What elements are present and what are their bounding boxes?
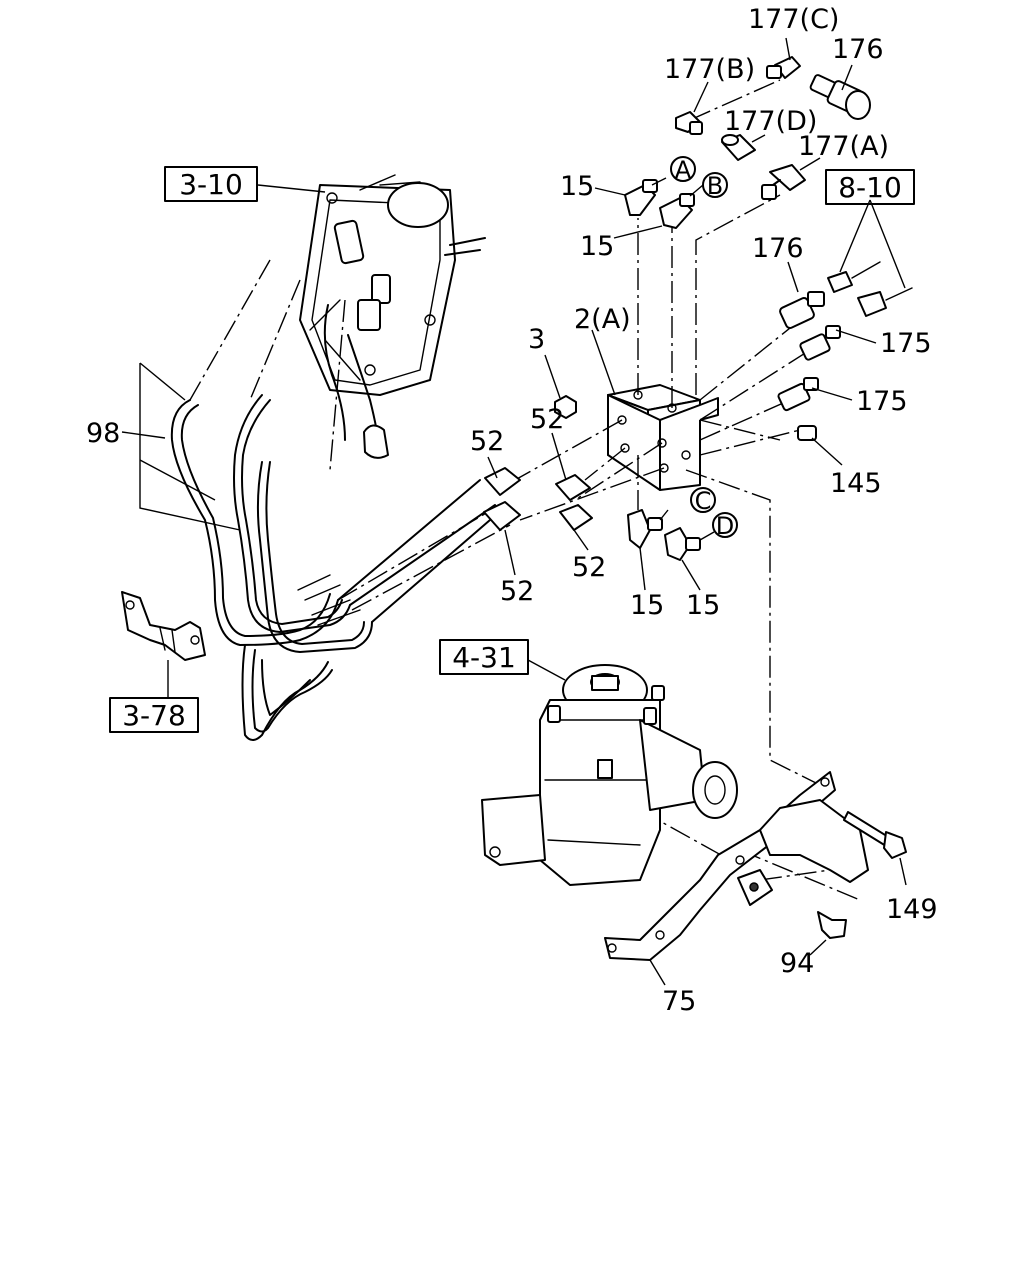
svg-text:4-31: 4-31 (452, 641, 516, 674)
label-177c: 177(C) (748, 4, 839, 35)
svg-text:C: C (695, 487, 712, 515)
switch-175-b (777, 377, 819, 412)
label-15-b: 15 (580, 231, 614, 262)
elbow-15-d (664, 527, 701, 561)
svg-text:3-10: 3-10 (179, 168, 243, 201)
alignment-lines (189, 79, 861, 901)
pressure-switch-176-top (809, 74, 871, 120)
label-94: 94 (780, 948, 814, 979)
label-98: 98 (86, 418, 120, 449)
circle-marker-b: B (702, 172, 728, 200)
label-52-a: 52 (470, 426, 504, 457)
label-15-a: 15 (560, 171, 594, 202)
pipe-clip (121, 591, 206, 661)
fitting-177c (766, 56, 801, 79)
ref-box-3-10: 3-10 (164, 166, 258, 202)
union-52-a (484, 467, 521, 496)
plug-145 (797, 425, 817, 441)
nut-3 (554, 395, 577, 419)
bolt-94 (817, 911, 847, 939)
label-176-mid: 176 (752, 233, 804, 264)
svg-text:8-10: 8-10 (838, 171, 902, 204)
label-75: 75 (662, 986, 696, 1017)
mounting-bracket (604, 771, 869, 961)
elbow-15-a (624, 179, 658, 216)
svg-text:B: B (707, 172, 723, 200)
switch-175-a (799, 325, 841, 361)
union-52-c (483, 501, 521, 531)
circle-marker-d: D (712, 512, 738, 540)
fitting-177a (761, 164, 806, 200)
svg-text:A: A (675, 156, 692, 184)
label-52-d: 52 (572, 552, 606, 583)
label-149: 149 (886, 894, 938, 925)
label-52-b: 52 (530, 404, 564, 435)
elbow-15-b (659, 193, 695, 229)
elbow-15-c (627, 509, 663, 549)
brake-valve-assembly (299, 174, 486, 459)
label-3: 3 (528, 324, 545, 355)
label-177a: 177(A) (798, 131, 889, 162)
pressure-switch-176-mid (779, 291, 825, 329)
label-15-c: 15 (630, 590, 664, 621)
label-176-top: 176 (832, 34, 884, 65)
fitting-177d (721, 134, 756, 161)
brake-pipes (170, 394, 496, 741)
connector-8-10 (827, 261, 913, 317)
circle-marker-c: C (690, 487, 716, 515)
svg-text:D: D (716, 512, 734, 540)
bolt-149 (843, 811, 907, 859)
fitting-177b (675, 111, 703, 135)
power-cylinder (481, 664, 738, 886)
label-52-c: 52 (500, 576, 534, 607)
junction-block (607, 384, 719, 491)
union-52-d (559, 504, 593, 531)
label-15-d: 15 (686, 590, 720, 621)
union-52-b (555, 474, 591, 501)
label-177b: 177(B) (664, 54, 755, 85)
label-177d: 177(D) (724, 106, 817, 137)
label-2a: 2(A) (574, 304, 631, 335)
label-175-a: 175 (880, 328, 932, 359)
ref-box-8-10: 8-10 (825, 169, 915, 205)
circle-marker-a: A (670, 156, 696, 184)
svg-text:3-78: 3-78 (122, 699, 186, 732)
ref-box-4-31: 4-31 (439, 639, 529, 675)
leader-lines (121, 37, 907, 986)
ref-box-3-78: 3-78 (109, 697, 199, 733)
label-175-b: 175 (856, 386, 908, 417)
label-145: 145 (830, 468, 882, 499)
